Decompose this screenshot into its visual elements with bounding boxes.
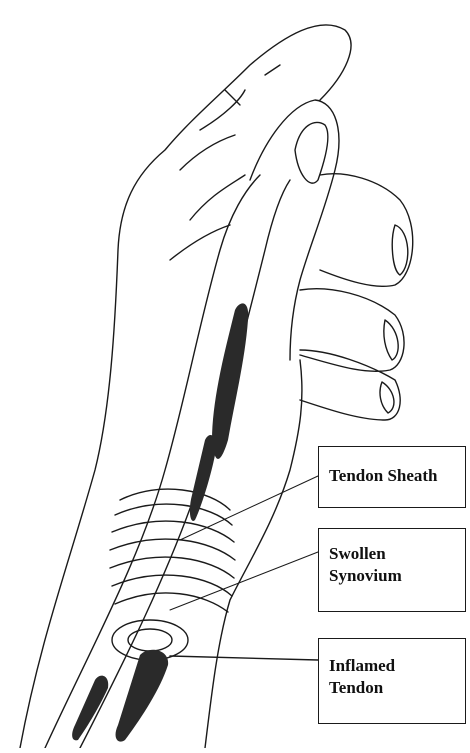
thumb-outline	[250, 100, 339, 360]
label-swollen-synovium-line-1: Swollen	[329, 543, 455, 565]
label-swollen-synovium-line-2: Synovium	[329, 565, 455, 587]
label-inflamed-tendon: Inflamed Tendon	[318, 638, 466, 724]
label-tendon-sheath-text: Tendon Sheath	[329, 465, 455, 487]
finger-1	[320, 174, 413, 287]
leader-inflamed-tendon	[170, 656, 318, 660]
finger-2	[300, 289, 404, 372]
leader-swollen-synovium	[170, 552, 318, 610]
fingernail-2	[384, 320, 398, 360]
sheath-coil	[110, 489, 235, 612]
fingernail-1	[392, 225, 408, 275]
label-inflamed-tendon-line-2: Tendon	[329, 677, 455, 699]
tendon-shading	[72, 303, 248, 741]
label-tendon-sheath: Tendon Sheath	[318, 446, 466, 508]
label-inflamed-tendon-line-1: Inflamed	[329, 655, 455, 677]
tendon-right-edge	[80, 180, 290, 748]
label-swollen-synovium: Swollen Synovium	[318, 528, 466, 612]
fingernail-3	[380, 382, 394, 413]
